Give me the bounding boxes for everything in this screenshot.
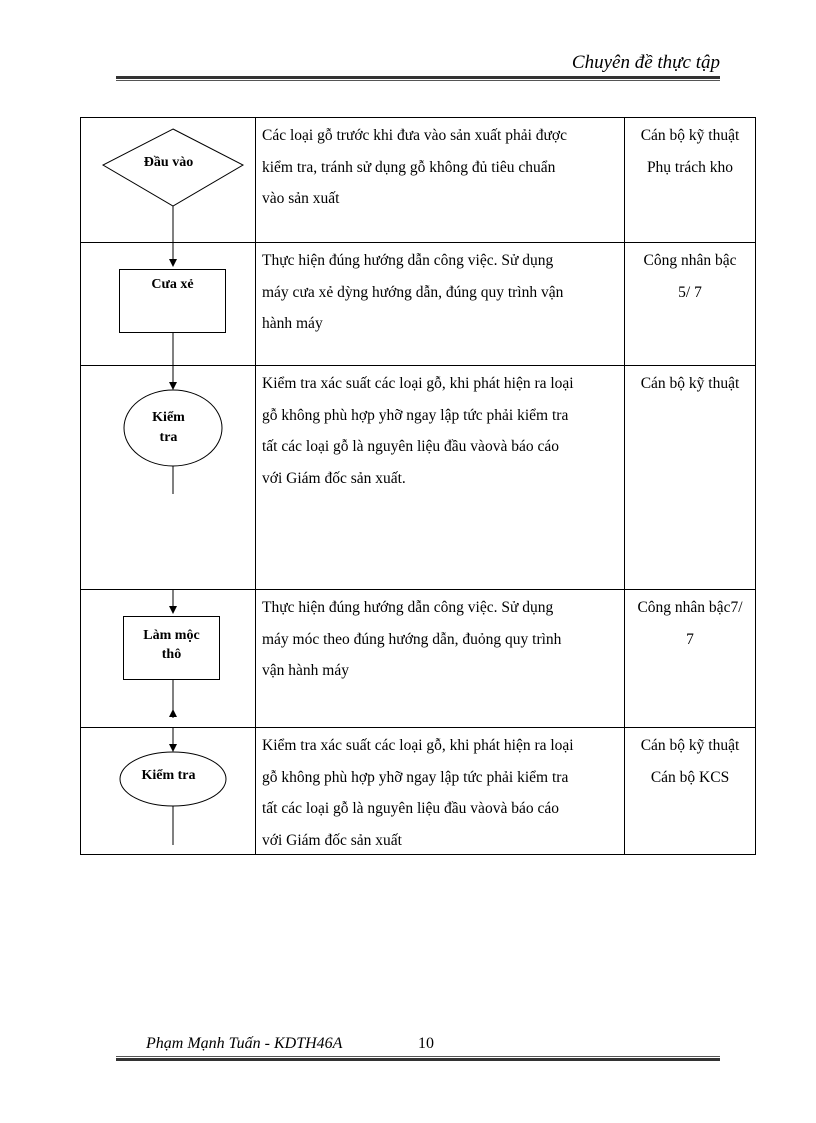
- responsible-line: Công nhân bậc: [643, 252, 737, 269]
- table-row: Làm mộc thô Thực hiện đúng hướng dẫn côn…: [81, 589, 755, 727]
- page-number: 10: [418, 1035, 434, 1052]
- description-line: máy móc theo đúng hướng dẫn, đuỏng quy t…: [262, 630, 562, 648]
- description-cell: Các loại gỗ trước khi đưa vào sản xuất p…: [256, 118, 625, 242]
- flow-cell: Kiểm tra: [81, 366, 256, 589]
- arrow-down-icon: [169, 744, 177, 752]
- shape-label-line: tra: [159, 430, 178, 445]
- description-cell: Kiểm tra xác suất các loại gỗ, khi phát …: [256, 728, 625, 854]
- process-table: Đầu vào Các loại gỗ trước khi đưa vào sả…: [80, 117, 756, 855]
- description-cell: Kiểm tra xác suất các loại gỗ, khi phát …: [256, 366, 625, 589]
- header-rule-thin: [116, 80, 720, 81]
- shape-label: Đầu vào: [143, 155, 194, 170]
- footer-rule: [116, 1058, 720, 1061]
- shape-label: Cưa xẻ: [151, 277, 194, 292]
- responsible-line: Cán bộ kỹ thuật: [640, 127, 740, 144]
- responsible-line: 5/ 7: [678, 283, 702, 301]
- shape-label-line: Kiểm: [152, 410, 185, 425]
- responsible-cell: Công nhân bậc7/ 7: [625, 590, 755, 727]
- responsible-line: 7: [686, 630, 694, 648]
- responsible-line: Phụ trách kho: [646, 158, 734, 176]
- responsible-line: Cán bộ KCS: [650, 768, 730, 786]
- table-row: Kiểm tra Kiểm tra xác suất các loại gỗ, …: [81, 365, 755, 589]
- arrow-down-icon: [169, 606, 177, 614]
- description-line: gỗ không phù hợp yhỡ ngay lập tức phải k…: [262, 768, 569, 786]
- description-line: kiểm tra, tránh sử dụng gỗ không đủ tiêu…: [262, 158, 556, 176]
- shape-label: Làm mộc thô: [123, 626, 220, 664]
- description-line: Các loại gỗ trước khi đưa vào sản xuất p…: [262, 127, 568, 144]
- table-row: Đầu vào Các loại gỗ trước khi đưa vào sả…: [81, 118, 755, 242]
- rectangle-shape-icon: [119, 243, 226, 366]
- responsible-cell: Cán bộ kỹ thuật Phụ trách kho: [625, 118, 755, 242]
- responsible-cell: Công nhân bậc 5/ 7: [625, 243, 755, 365]
- responsible-line: Công nhân bậc7/: [637, 599, 743, 616]
- description-line: với Giám đốc sản xuất: [262, 831, 402, 849]
- header-rule: [116, 76, 720, 79]
- shape-label: Kiểm tra: [81, 408, 256, 448]
- responsible-cell: Cán bộ kỹ thuật Cán bộ KCS: [625, 728, 755, 854]
- diamond-shape-icon: [101, 128, 245, 242]
- responsible-line: Cán bộ kỹ thuật: [640, 737, 740, 754]
- description-line: Kiểm tra xác suất các loại gỗ, khi phát …: [262, 737, 574, 754]
- arrow-down-icon: [169, 259, 177, 267]
- footer-author: Phạm Mạnh Tuấn - KDTH46A: [146, 1035, 343, 1052]
- description-cell: Thực hiện đúng hướng dẫn công việc. Sử d…: [256, 590, 625, 727]
- flow-cell: Cưa xẻ: [81, 243, 256, 366]
- description-line: Thực hiện đúng hướng dẫn công việc. Sử d…: [262, 599, 554, 616]
- arrow-down-icon: [169, 382, 177, 390]
- footer-rule-thin: [116, 1056, 720, 1057]
- ellipse-shape-icon: [123, 366, 223, 494]
- arrow-up-icon: [169, 709, 177, 717]
- description-line: gỗ không phù hợp yhỡ ngay lập tức phải k…: [262, 406, 569, 424]
- flow-cell: Làm mộc thô: [81, 590, 256, 727]
- description-line: với Giám đốc sản xuất.: [262, 469, 406, 487]
- description-line: máy cưa xẻ dỳng hướng dẫn, đúng quy trìn…: [262, 283, 564, 301]
- header-title: Chuyên đề thực tập: [571, 52, 720, 73]
- rectangle-shape-icon: [123, 590, 220, 718]
- shape-label-line: thô: [161, 647, 182, 662]
- table-row: Cưa xẻ Thực hiện đúng hướng dẫn công việ…: [81, 242, 755, 366]
- flow-cell: Kiểm tra: [81, 728, 256, 854]
- description-line: vận hành máy: [262, 662, 349, 679]
- responsible-cell: Cán bộ kỹ thuật: [625, 366, 755, 589]
- description-cell: Thực hiện đúng hướng dẫn công việc. Sử d…: [256, 243, 625, 365]
- table-row: Kiểm tra Kiểm tra xác suất các loại gỗ, …: [81, 727, 755, 854]
- description-line: Thực hiện đúng hướng dẫn công việc. Sử d…: [262, 252, 554, 269]
- responsible-line: Cán bộ kỹ thuật: [640, 375, 740, 392]
- ellipse-shape-icon: [119, 728, 227, 845]
- description-line: hành máy: [262, 315, 323, 332]
- description-line: tất các loại gỗ là nguyên liệu đầu vàovà…: [262, 438, 559, 455]
- flow-cell: Đầu vào: [81, 118, 256, 242]
- description-line: tất các loại gỗ là nguyên liệu đầu vàovà…: [262, 800, 559, 817]
- description-line: Kiểm tra xác suất các loại gỗ, khi phát …: [262, 375, 574, 392]
- description-line: vào sản xuất: [262, 190, 340, 207]
- shape-label: Kiểm tra: [141, 768, 196, 783]
- shape-label-line: Làm mộc: [143, 628, 200, 643]
